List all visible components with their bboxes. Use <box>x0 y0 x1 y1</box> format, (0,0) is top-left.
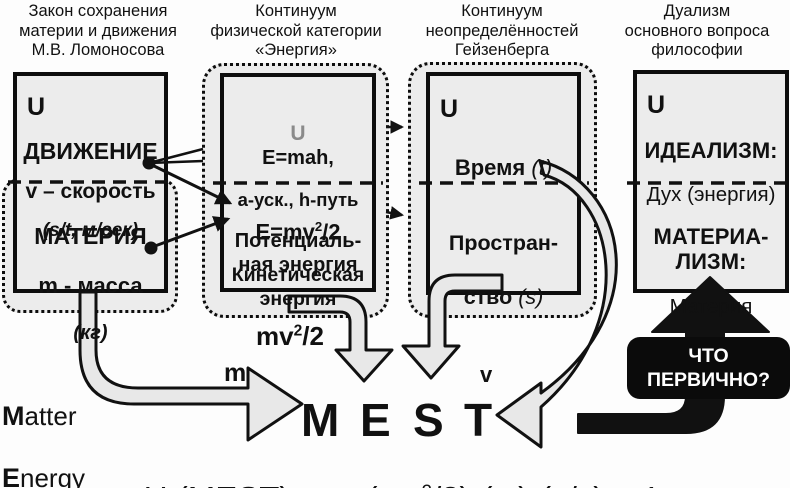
mass-label: m - масса <box>38 273 143 298</box>
mest-word-energy: Energy <box>2 463 86 488</box>
idealism-title: ИДЕАЛИЗМ: <box>644 138 778 163</box>
space-label-line1: Простран- <box>448 231 559 255</box>
materialism-caption: Материя <box>669 295 753 318</box>
what-is-primary-callout: ЧТО ПЕРВИЧНО? <box>627 337 790 399</box>
u-symbol-col2: U <box>290 122 306 145</box>
potential-variables: а-уск., h-путь <box>237 189 359 210</box>
u-symbol-col4: U <box>647 91 666 119</box>
materialism-section: МАТЕРИА- ЛИЗМ: Материя <box>633 206 789 338</box>
mest-word-list: Matter Energy Space Time <box>2 370 142 488</box>
u-symbol-col3: U <box>440 95 459 123</box>
space-label-line2: ство (s) <box>463 285 544 309</box>
idealism-caption: Дух (энергия) <box>646 183 776 206</box>
matter-section: МАТЕРИЯ m - масса (кг) <box>13 203 168 365</box>
space-section: Простран- ство (s) <box>426 203 581 338</box>
mass-arrow-label: m <box>224 359 247 387</box>
column2-header: Континуум физической категории «Энергия» <box>210 2 382 59</box>
matter-title: МАТЕРИЯ <box>34 223 147 249</box>
potential-energy-section: U E=mah, а-уск., h-путь Потенциаль- ная … <box>220 80 376 295</box>
u-symbol-col1: U <box>27 93 46 121</box>
kinetic-arrow-label: mv2/2 <box>256 321 324 351</box>
potential-caption: Потенциаль- ная энергия <box>234 230 362 276</box>
mest-letter-m: M <box>301 394 340 446</box>
velocity-label: v – скорость <box>25 180 156 203</box>
velocity-units: (s/t, м/сек) <box>42 220 139 241</box>
velocity-arrow-label: v <box>480 362 493 387</box>
idealism-section: U ИДЕАЛИЗМ: Дух (энергия) <box>633 74 789 225</box>
potential-formula: E=mah, <box>262 147 334 169</box>
materialism-title: МАТЕРИА- ЛИЗМ: <box>653 224 769 274</box>
mest-letter-s: S <box>413 394 444 446</box>
column1-header: Закон сохранения материи и движения М.В.… <box>19 2 177 59</box>
column4-header: Дуализм основного вопроса философии <box>624 2 770 59</box>
mest-letter-t: T <box>464 394 493 446</box>
kinetic-formula: E=mv2/2 <box>255 219 341 245</box>
motion-section: U ДВИЖЕНИЕ v – скорость (s/t, м/сек) <box>13 76 168 259</box>
time-section: U Время (t) <box>426 78 581 199</box>
motion-title: ДВИЖЕНИЕ <box>23 138 158 164</box>
mass-units: (кг) <box>73 322 108 344</box>
mest-letter-e: E <box>360 394 391 446</box>
space-unit: (s) <box>518 285 544 309</box>
time-label: Время (t) <box>454 155 553 180</box>
kinetic-energy-section: E=mv2/2 Кинетическая энергия <box>220 196 376 329</box>
mest-word-matter: Matter <box>2 401 77 431</box>
kinetic-caption: Кинетическая энергия <box>231 264 365 311</box>
time-unit: (t) <box>531 155 553 180</box>
column3-header: Континуум неопределённостей Гейзенберга <box>425 2 579 59</box>
